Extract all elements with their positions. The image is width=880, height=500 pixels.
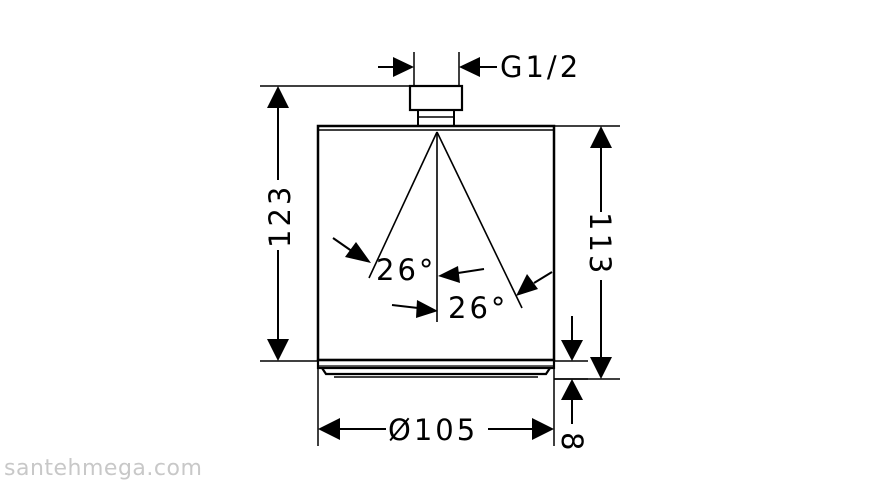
dia-arrow-left bbox=[318, 418, 340, 440]
bottom-ring bbox=[316, 358, 556, 370]
dia-arrow-right bbox=[532, 418, 554, 440]
h113-label: 113 bbox=[583, 212, 617, 276]
angle-label-left: 26° bbox=[376, 253, 436, 287]
angle-left-arrow bbox=[345, 242, 371, 263]
ring-arrow-bottom bbox=[561, 379, 583, 400]
angle-label-right: 26° bbox=[448, 291, 508, 325]
angle-left-inner-arrow bbox=[438, 266, 460, 283]
shower-body bbox=[316, 124, 556, 362]
spray-line-left bbox=[368, 131, 438, 279]
h123-label-gap bbox=[268, 180, 288, 250]
angle-right-leader bbox=[533, 271, 553, 284]
h123-label: 123 bbox=[263, 184, 297, 248]
angle-right-inner-arrow bbox=[416, 300, 438, 318]
diameter-label: Ø105 bbox=[388, 413, 478, 447]
g12-arrow-left bbox=[393, 57, 414, 77]
connector-nut bbox=[408, 84, 464, 112]
h113-label-gap bbox=[590, 212, 612, 280]
angle-right-inner-leader bbox=[391, 304, 419, 309]
connector-neck bbox=[417, 109, 455, 127]
ring-arrow-top bbox=[561, 340, 583, 361]
h113-arrow-bottom bbox=[590, 357, 612, 379]
spray-line-right bbox=[436, 131, 523, 309]
angle-right-arrow bbox=[516, 274, 538, 296]
spray-face bbox=[321, 367, 551, 376]
h113-arrow-top bbox=[590, 126, 612, 148]
h123-arrow-top bbox=[267, 86, 289, 108]
h123-arrow-bottom bbox=[267, 339, 289, 361]
watermark: santehmega.com bbox=[4, 456, 203, 481]
ring-label: 8 bbox=[555, 432, 589, 453]
angle-left-inner-leader bbox=[457, 268, 485, 274]
g12-arrow-right bbox=[459, 57, 480, 77]
g12-label: G1/2 bbox=[500, 50, 581, 84]
